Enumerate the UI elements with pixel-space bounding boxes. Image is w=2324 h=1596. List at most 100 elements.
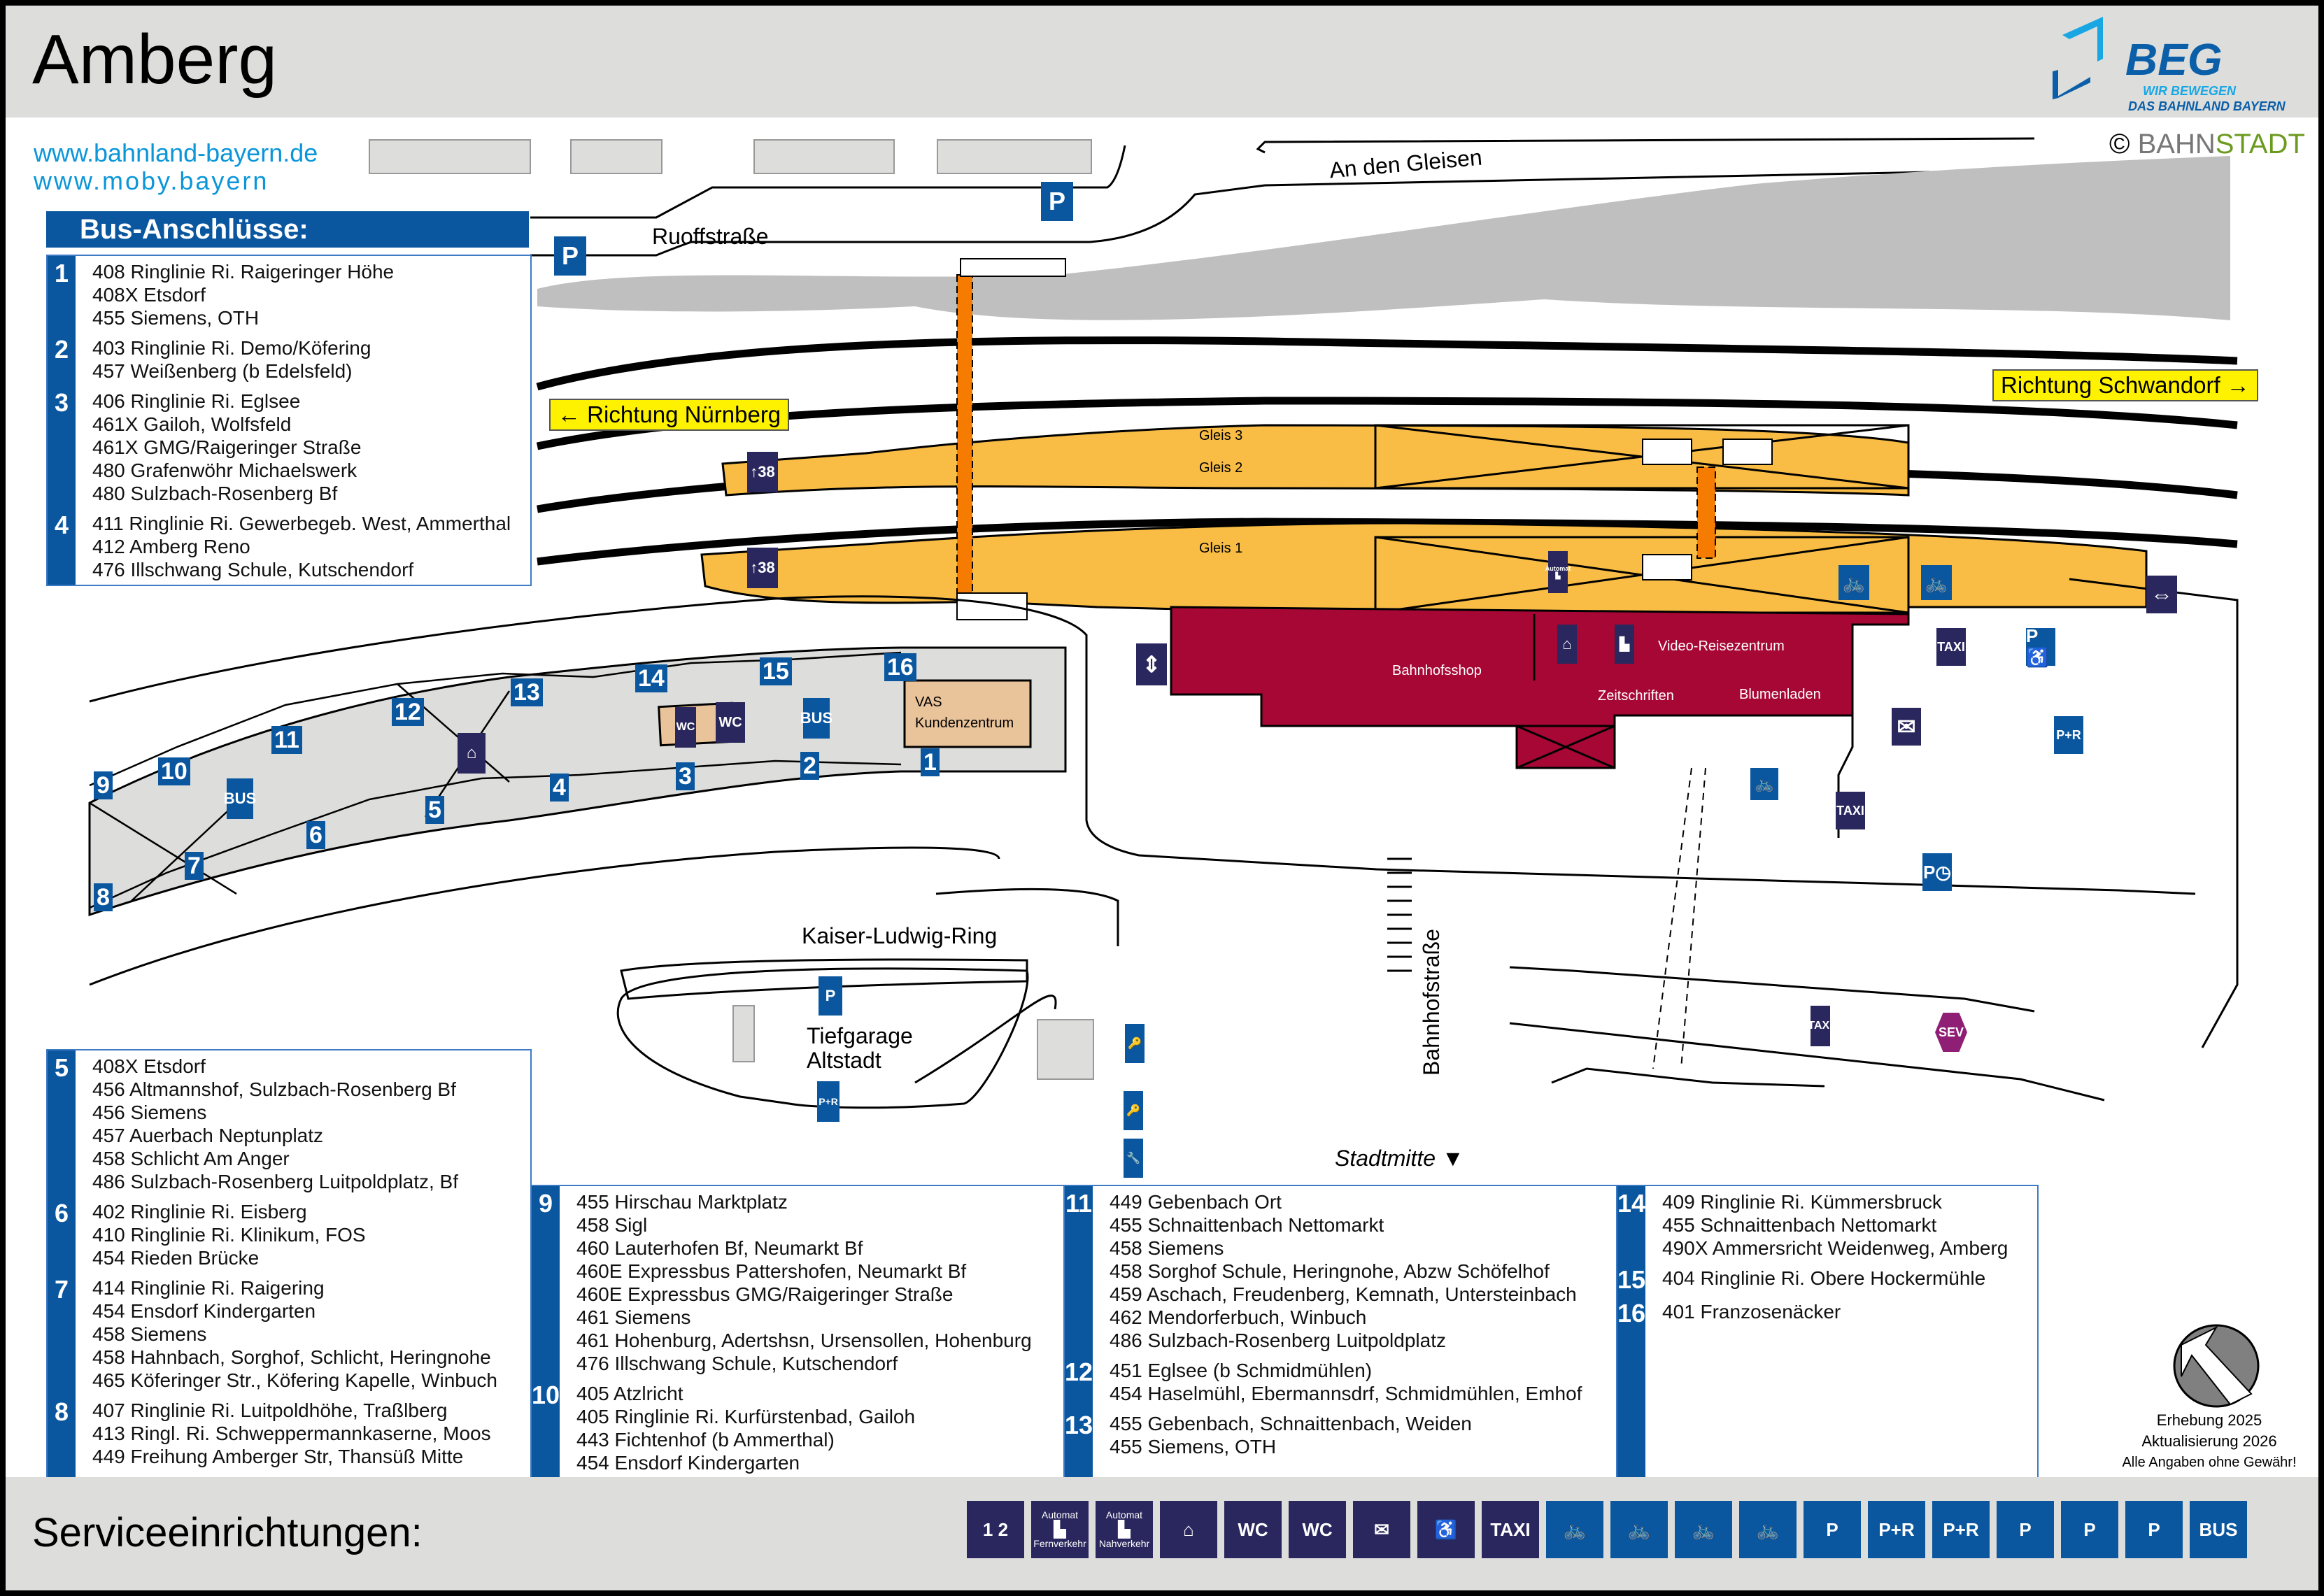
bus-line: 462 Mendorferbuch, Winbuch: [1110, 1306, 1367, 1328]
bus-line: 407 Ringlinie Ri. Luitpoldhöhe, Traßlber…: [92, 1399, 448, 1421]
service-label: Automat▙Nahverkehr: [1098, 1509, 1150, 1549]
bus-stop-number: 2: [54, 335, 69, 364]
accessible-wc-sign: WC: [675, 707, 696, 748]
platform-height-sign-gleis-2-3: ↑38: [747, 452, 778, 492]
bus-stop-number: 14: [1617, 1189, 1646, 1218]
bus-line: 455 Hirschau Marktplatz: [576, 1191, 788, 1213]
direction-sign-schwandorf: Richtung Schwandorf →: [1992, 369, 2258, 401]
covered-bike-parking-sign-south: 🚲: [1750, 768, 1778, 800]
bus-line: 480 Grafenwöhr Michaelswerk: [92, 459, 357, 481]
bus-line: 459 Aschach, Freudenberg, Kemnath, Unter…: [1110, 1283, 1577, 1305]
bus-stop-6: 6: [306, 821, 325, 849]
bus-stop-number: 1: [54, 259, 69, 287]
service-label: Automat▙Fernverkehr: [1033, 1509, 1086, 1549]
track-label-gleis-3: Gleis 3: [1199, 428, 1243, 443]
bus-line: 461 Siemens: [576, 1306, 691, 1328]
credits-disclaimer: Alle Angaben ohne Gewähr!: [2122, 1455, 2297, 1470]
ticket-machine-sign: Automat▙: [1545, 551, 1571, 593]
bus-line: 455 Schnaittenbach Nettomarkt: [1662, 1214, 1937, 1236]
service-label: BUS: [2199, 1518, 2238, 1540]
covered-park-and-ride-sign: P+R: [817, 1081, 839, 1122]
parking-sign-west: P: [554, 236, 586, 276]
bus-line-list: 411 Ringlinie Ri. Gewerbegeb. West, Amme…: [76, 512, 511, 581]
link-bahnland-bayern[interactable]: www.bahnland-bayern.de: [34, 138, 318, 167]
ticket-machine-regional-icon: Automat▙Nahverkehr: [1096, 1501, 1153, 1558]
bus-line: 461X Gailoh, Wolfsfeld: [92, 413, 292, 435]
bus-stop-11: 11: [271, 726, 302, 754]
bike-repair-sign: 🔧: [1124, 1139, 1143, 1178]
bus-line: 456 Siemens: [92, 1102, 207, 1123]
bike-locker-sign-1: 🔑: [1125, 1024, 1145, 1063]
shop-zeitschriften: Zeitschriften: [1598, 688, 1674, 704]
accessible-parking-sign: P♿: [2026, 625, 2055, 668]
service-label: P+R: [1878, 1518, 1915, 1540]
bus-stop-number: 9: [538, 1189, 553, 1218]
bus-line: 405 Atzlricht: [576, 1383, 683, 1404]
bus-sign-west: BUS: [224, 778, 256, 819]
ticket-office-sign: ▙: [1615, 625, 1634, 664]
bus-connections-title: Bus-Anschlüsse:: [46, 211, 529, 248]
street-ruoffstrasse: Ruoffstraße: [652, 224, 769, 249]
bus-stop-number: 13: [1065, 1411, 1093, 1439]
platform-gleis-1: [700, 522, 2148, 615]
bus-line: 455 Siemens, OTH: [92, 307, 260, 329]
bus-line: 401 Franzosenäcker: [1662, 1301, 1841, 1323]
wheelchair-lift-icon: ♿: [1417, 1501, 1475, 1558]
direction-sign-nuernberg: ← Richtung Nürnberg: [549, 399, 790, 431]
building: [570, 139, 663, 174]
covered-bike-parking-sign: 🚲: [1838, 565, 1869, 600]
link-moby-bayern[interactable]: www.moby.bayern: [34, 166, 269, 195]
shop-bahnhofsshop: Bahnhofsshop: [1392, 663, 1482, 678]
waiting-room-icon: ⌂: [1160, 1501, 1217, 1558]
accessible-parking-icon: P: [1804, 1501, 1861, 1558]
direction-nuernberg-text: Richtung Nürnberg: [587, 401, 781, 427]
service-label: TAXI: [1490, 1518, 1531, 1540]
credits-survey: Erhebung 2025: [2156, 1411, 2262, 1429]
bus-line: 458 Hahnbach, Sorghof, Schlicht, Heringn…: [92, 1346, 491, 1368]
bus-line: 454 Rieden Brücke: [92, 1247, 260, 1269]
parking-icon: P: [1997, 1501, 2054, 1558]
bus-line: 480 Sulzbach-Rosenberg Bf: [92, 483, 338, 504]
service-label: P: [2148, 1518, 2160, 1540]
bus-stop-9: 9: [94, 771, 113, 799]
bus-line: 457 Auerbach Neptunplatz: [92, 1125, 324, 1146]
station-map: [88, 137, 2260, 1408]
bus-line: 461X GMG/Raigeringer Straße: [92, 436, 362, 458]
bus-line: 458 Sigl: [576, 1214, 648, 1236]
bike-locker-sign-2: 🔑: [1124, 1091, 1143, 1130]
bus-sign-east: BUS: [800, 698, 832, 739]
waiting-room-sign-bus: ⌂: [458, 733, 486, 774]
page-title: Amberg: [32, 20, 278, 99]
service-label: P: [2083, 1518, 2096, 1540]
bike-box-locker-icon: 🚲: [1610, 1501, 1668, 1558]
beg-tagline-1: WIR BEWEGEN: [2143, 84, 2236, 98]
bus-line: 486 Sulzbach-Rosenberg Luitpoldplatz: [1110, 1330, 1446, 1351]
bus-line: 402 Ringlinie Ri. Eisberg: [92, 1201, 307, 1223]
bus-line: 460E Expressbus GMG/Raigeringer Straße: [576, 1283, 954, 1305]
stadtmitte-label: Stadtmitte ▼: [1335, 1146, 1464, 1171]
bus-stop-3: 3: [676, 762, 695, 790]
bus-line: 455 Siemens, OTH: [1110, 1436, 1277, 1458]
service-label: ⌂: [1183, 1518, 1194, 1540]
bus-line: 465 Köferinger Str., Köfering Kapelle, W…: [92, 1369, 498, 1391]
direction-schwandorf-text: Richtung Schwandorf: [2001, 372, 2220, 398]
bus-stop-2: 2: [800, 752, 819, 780]
bus-stop-number: 7: [54, 1275, 69, 1304]
service-label: ♿: [1434, 1518, 1458, 1540]
bus-stop-number: 5: [54, 1053, 69, 1082]
bus-stop-number: 10: [532, 1381, 560, 1409]
covered-bike-parking-icon: 🚲: [1675, 1501, 1732, 1558]
park-and-ride-sign: P+R: [2054, 716, 2083, 754]
building: [369, 139, 531, 174]
header: Amberg BEG WIR BEWEGEN DAS BAHNLAND BAYE…: [6, 6, 2318, 117]
passage-arrows-sign: ⇔: [2146, 576, 2177, 613]
